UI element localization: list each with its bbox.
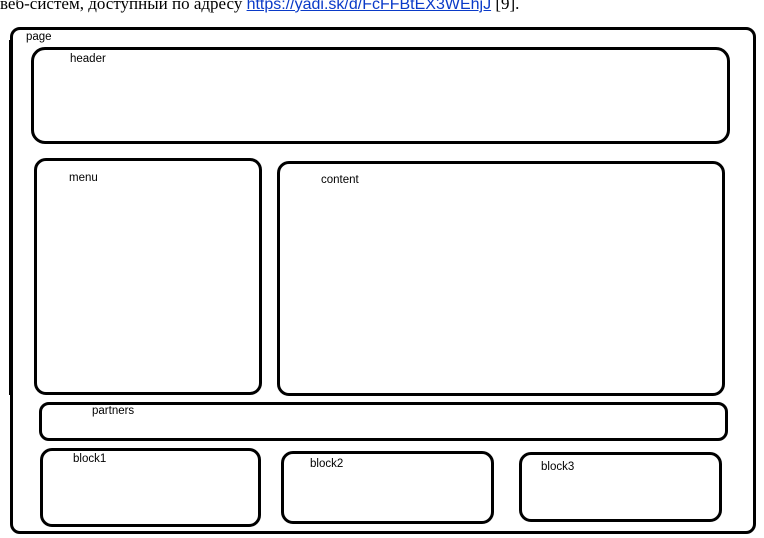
partners-label: partners xyxy=(92,405,135,417)
block1-box xyxy=(40,448,261,527)
block2-box xyxy=(281,451,494,524)
header-label: header xyxy=(70,53,106,65)
header-box xyxy=(31,47,730,144)
caption-prefix: веб-систем, доступный по адресу xyxy=(0,0,247,13)
block3-box xyxy=(519,452,722,522)
caption-link[interactable]: https://yadi.sk/d/FcFFBtEX3WEhjJ xyxy=(246,0,492,13)
content-label: content xyxy=(321,174,359,186)
page-label: page xyxy=(26,31,52,43)
block3-label: block3 xyxy=(541,461,575,473)
menu-box xyxy=(34,158,262,395)
menu-label: menu xyxy=(69,172,98,184)
content-box xyxy=(277,161,725,396)
caption-text: веб-систем, доступный по адресу https://… xyxy=(0,0,519,14)
block2-label: block2 xyxy=(310,458,344,470)
block1-label: block1 xyxy=(73,453,107,465)
partners-box xyxy=(39,402,728,441)
caption-suffix: [9]. xyxy=(491,0,520,13)
